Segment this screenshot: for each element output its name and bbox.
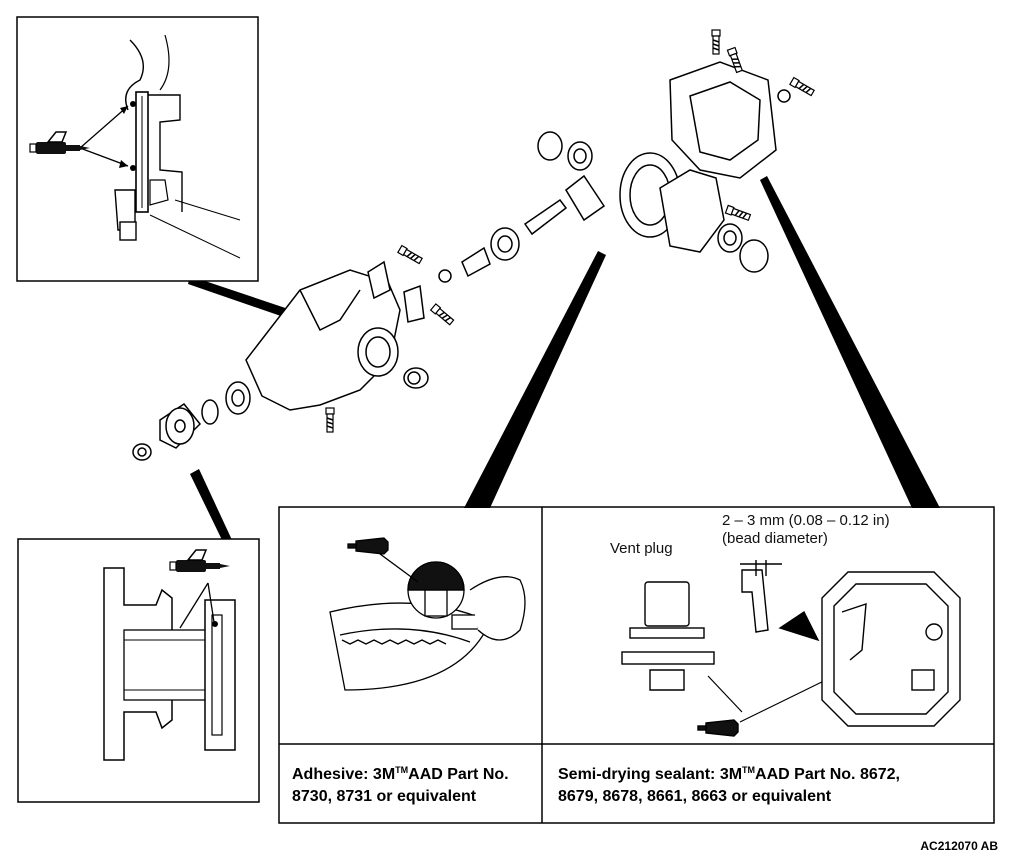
sealant-tube-icon <box>347 537 389 555</box>
sealant-tube-icon <box>697 719 739 737</box>
inset-bottom-left <box>17 538 260 803</box>
vent-plug-label: Vent plug <box>610 540 673 557</box>
detail-panel <box>278 506 995 824</box>
bead-dimension-label: 2 – 3 mm (0.08 – 0.12 in) <box>722 512 890 529</box>
sealant-detail-drawing <box>621 560 961 737</box>
bead-diameter-label: (bead diameter) <box>722 530 828 547</box>
sealant-caption: Semi-drying sealant: 3MTMAAD Part No. 86… <box>558 765 900 806</box>
adhesive-detail-drawing <box>329 537 526 691</box>
inset-top-left <box>16 16 259 282</box>
adhesive-caption: Adhesive: 3MTMAAD Part No. 8730, 8731 or… <box>292 765 509 806</box>
figure-id: AC212070 AB <box>920 839 998 853</box>
main-exploded-assembly <box>132 29 816 461</box>
